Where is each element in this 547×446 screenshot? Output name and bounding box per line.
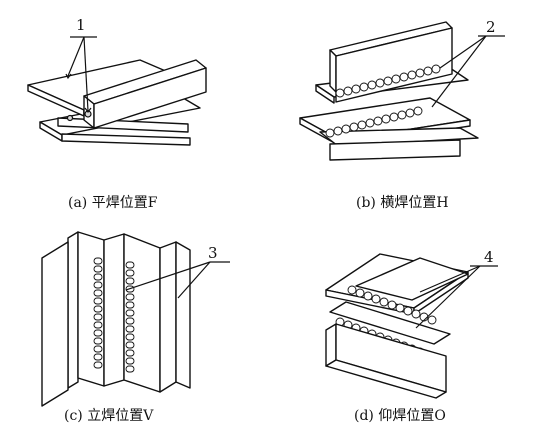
callout-1: 1	[76, 16, 86, 34]
callout-3: 3	[208, 244, 218, 262]
left-vertical-bead	[93, 257, 103, 369]
upper-weld-bead	[335, 64, 441, 98]
lower-weld-bead	[325, 106, 423, 138]
callout-4: 4	[484, 248, 494, 266]
callout-2: 2	[486, 18, 496, 36]
overhead-upper-bead	[347, 285, 437, 325]
caption-overhead-position: (d) 仰焊位置O	[354, 408, 446, 424]
panel-a-flat-weld-drawing	[27, 36, 207, 146]
middle-vertical-bead	[125, 261, 135, 373]
caption-vertical-position: (c) 立焊位置V	[64, 408, 154, 424]
panel-b-horizontal-weld-drawing	[299, 21, 505, 161]
caption-flat-position: (a) 平焊位置F	[68, 195, 158, 211]
panel-c-vertical-weld-drawing	[41, 231, 230, 407]
panel-d-overhead-weld-drawing	[325, 253, 498, 399]
caption-horizontal-position: (b) 横焊位置H	[356, 195, 449, 211]
